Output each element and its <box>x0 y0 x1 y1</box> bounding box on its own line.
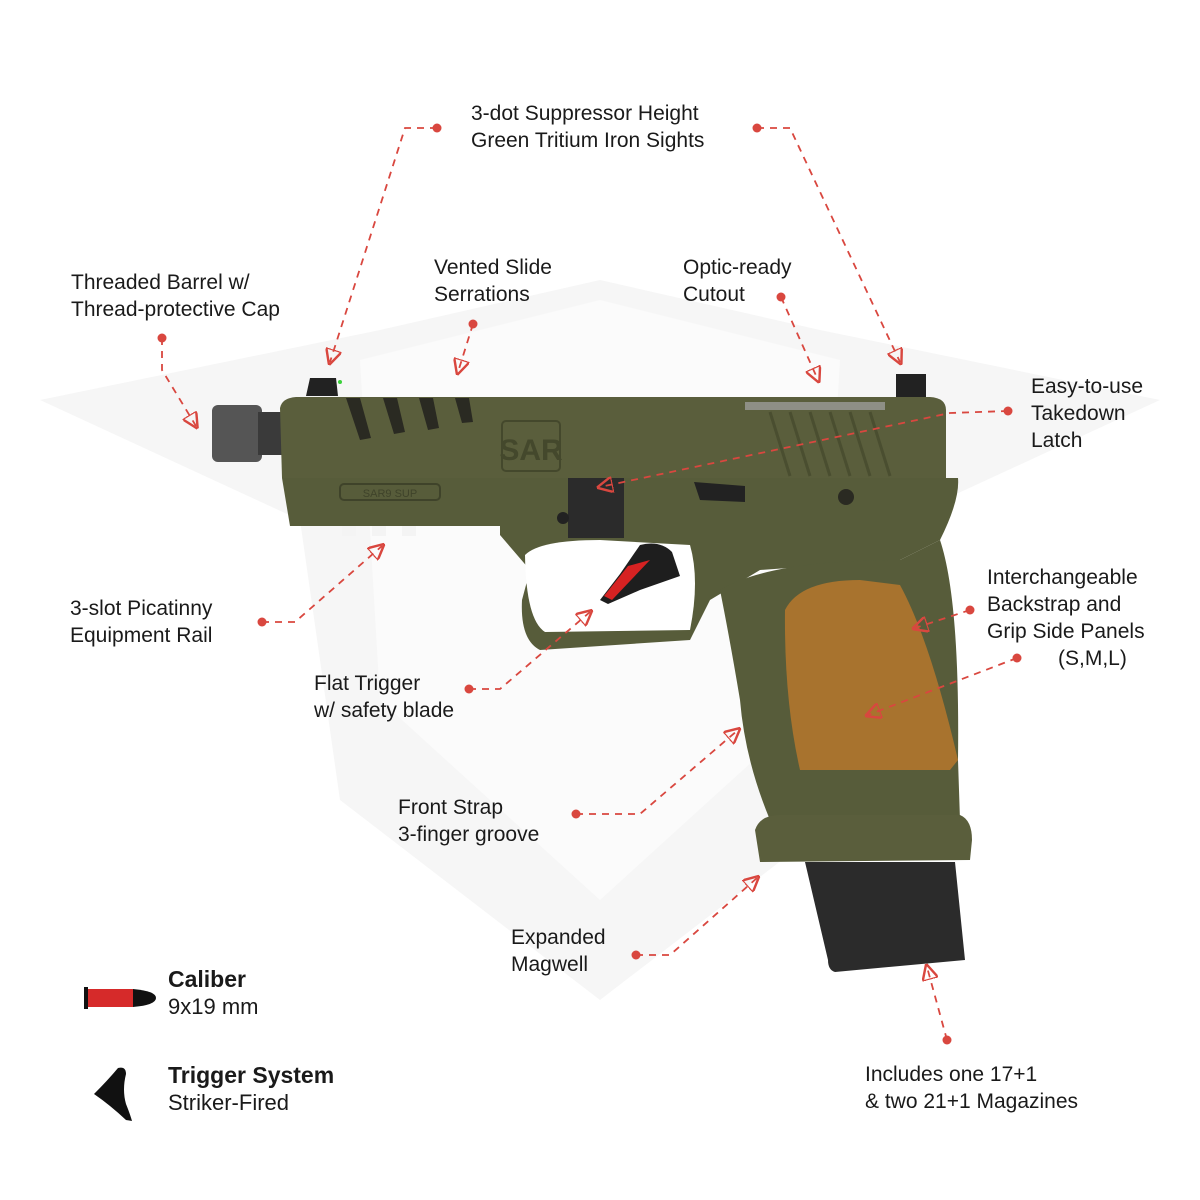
spec-trigger-system: Trigger System Striker-Fired <box>168 1062 335 1115</box>
leader-barrel <box>161 338 196 426</box>
spec-caliber: Caliber 9x19 mm <box>168 966 259 1019</box>
leader-rail <box>262 546 382 623</box>
picatinny-rail <box>342 526 416 536</box>
trigger-icon <box>94 1067 132 1121</box>
slide-logo: SAR <box>499 434 563 467</box>
leader-sights-front <box>330 127 437 362</box>
front-sight <box>306 378 338 396</box>
leader-sights-rear <box>757 127 900 362</box>
leader-backstrap <box>915 609 971 628</box>
slide <box>280 397 946 478</box>
callout-barrel: Threaded Barrel w/Thread-protective Cap <box>71 271 280 321</box>
leader-trigger <box>469 612 590 690</box>
leader-takedown <box>600 410 1009 487</box>
magazine <box>805 862 965 972</box>
rear-sight <box>896 374 926 398</box>
threaded-barrel-cap <box>212 405 284 462</box>
bullet-icon <box>84 987 156 1009</box>
leader-panels <box>868 657 1018 715</box>
slide-stop <box>694 482 745 502</box>
leader-optic <box>780 296 818 380</box>
callout-magazines: Includes one 17+1& two 21+1 Magazines <box>865 1063 1079 1113</box>
vented-serrations <box>346 398 473 440</box>
magwell <box>755 815 972 862</box>
leader-serrations <box>458 323 474 372</box>
svg-text:SAR9 SUP: SAR9 SUP <box>363 488 417 500</box>
